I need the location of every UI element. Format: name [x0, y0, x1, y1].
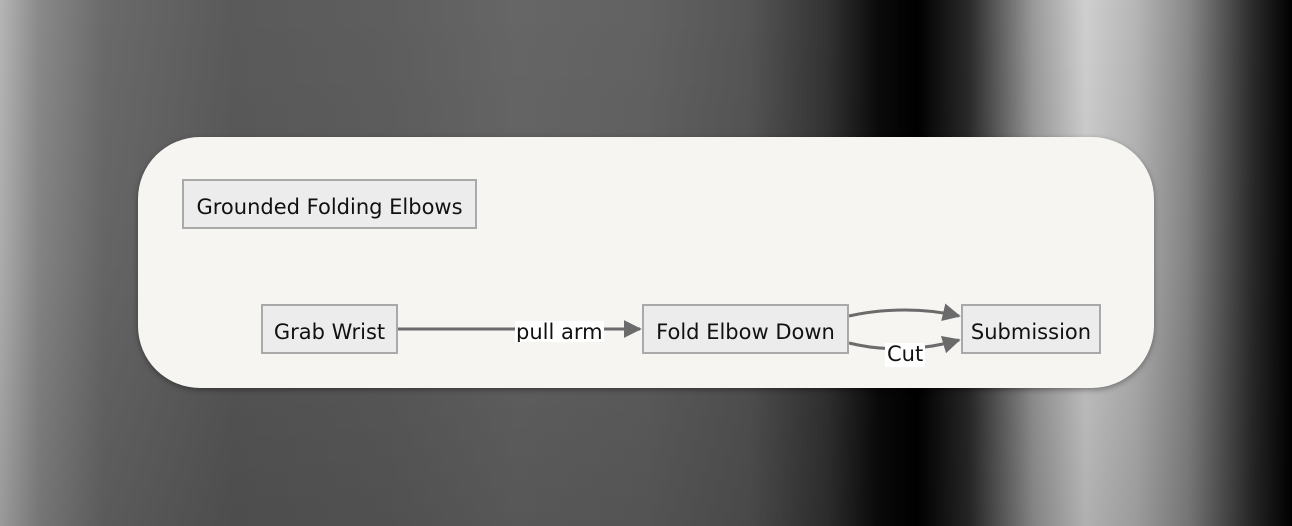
edge-fold-to-submission-top — [848, 303, 961, 322]
subgraph-title: Grounded Folding Elbows — [182, 179, 477, 229]
subgraph-title-text: Grounded Folding Elbows — [196, 195, 463, 219]
node-grab-wrist[interactable]: Grab Wrist — [261, 304, 398, 354]
edge-label-cut: Cut — [885, 343, 926, 367]
node-submission[interactable]: Submission — [961, 304, 1101, 354]
node-fold-elbow-down[interactable]: Fold Elbow Down — [642, 304, 849, 354]
node-label: Grab Wrist — [273, 320, 386, 344]
node-label: Fold Elbow Down — [656, 320, 835, 344]
node-label: Submission — [970, 320, 1092, 344]
edge-label-pull-arm: pull arm — [515, 321, 604, 342]
